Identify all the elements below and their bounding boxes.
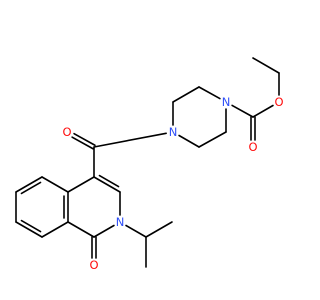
atom-label-oxygen: O: [248, 140, 257, 154]
double-bond-line: [73, 132, 96, 147]
single-bond: [145, 221, 173, 238]
double-bond-main: [15, 221, 43, 238]
single-bond: [198, 131, 227, 148]
atom-label-nitrogen: N: [116, 215, 125, 229]
double-bond-inner: [98, 174, 120, 188]
single-bond: [67, 221, 95, 238]
single-bond: [198, 86, 221, 100]
single-bond: [178, 134, 200, 148]
atom-label-nitrogen: N: [222, 95, 231, 109]
double-bond-main: [15, 176, 43, 193]
single-bond: [172, 86, 200, 103]
bond-layer: [15, 57, 280, 268]
double-bond-line: [71, 136, 94, 150]
double-bond-main: [93, 176, 121, 193]
single-bond: [41, 221, 69, 238]
single-bond: [252, 57, 280, 74]
atom-label-oxygen: O: [62, 125, 71, 139]
single-bond: [41, 176, 69, 193]
single-bond: [231, 104, 254, 118]
atom-label-nitrogen: N: [169, 125, 178, 139]
single-bond: [93, 224, 115, 238]
atom-label-oxygen: O: [274, 95, 283, 109]
atom-label-layer: O O N O N N O: [62, 95, 283, 272]
single-bond: [93, 132, 167, 148]
single-bond: [125, 224, 147, 238]
atom-label-oxygen: O: [89, 258, 98, 272]
double-bond-inner: [20, 181, 42, 195]
single-bond: [67, 176, 95, 193]
double-bond-inner: [20, 219, 42, 233]
molecule-structure: O O N O N N O: [15, 57, 284, 272]
single-bond: [252, 104, 274, 118]
